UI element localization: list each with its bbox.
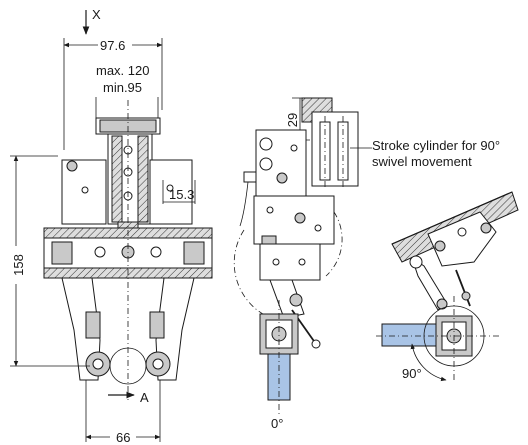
max-dim-label: max. 120 (96, 63, 149, 78)
side-angle-label: 0° (271, 416, 283, 431)
stroke-dim-label: 29 (285, 113, 300, 127)
swivel-rotation-arc: 90° (402, 343, 447, 382)
stroke-cylinder (301, 97, 359, 190)
swivel-linkage (409, 211, 497, 311)
side-body (233, 129, 343, 321)
finger-right (145, 277, 195, 381)
axis-x-label: X (92, 7, 101, 22)
base-dimension: 66 (85, 380, 161, 445)
width-dim-label: 97.6 (100, 38, 125, 53)
side-view: 29 Stroke cylinder for 90° swivel moveme… (233, 97, 500, 431)
axis-x-arrow: X (82, 7, 101, 35)
base-dim-label: 66 (116, 430, 130, 445)
offset-dim-label: 15.3 (169, 187, 194, 202)
callout-line-2: swivel movement (372, 154, 472, 169)
min-dim-label: min.95 (103, 80, 142, 95)
view-a-label: A (140, 390, 149, 405)
side-jaw-unit (259, 300, 299, 416)
swivel-view: 90° (376, 191, 519, 382)
offset-dimension: 15.3 (162, 180, 196, 204)
callout-line-1: Stroke cylinder for 90° (372, 138, 500, 153)
upper-gripper-head (61, 117, 193, 237)
swivel-angle-label: 90° (402, 366, 422, 381)
width-dimension: 97.6 (63, 38, 163, 150)
view-a-arrow: A (108, 390, 149, 405)
height-dimension: 158 (10, 155, 90, 367)
front-view: X 97.6 max. 120 min.95 (10, 7, 213, 445)
finger-left (61, 277, 111, 381)
height-dim-label: 158 (11, 254, 26, 276)
swivel-jaw-unit (376, 296, 500, 380)
